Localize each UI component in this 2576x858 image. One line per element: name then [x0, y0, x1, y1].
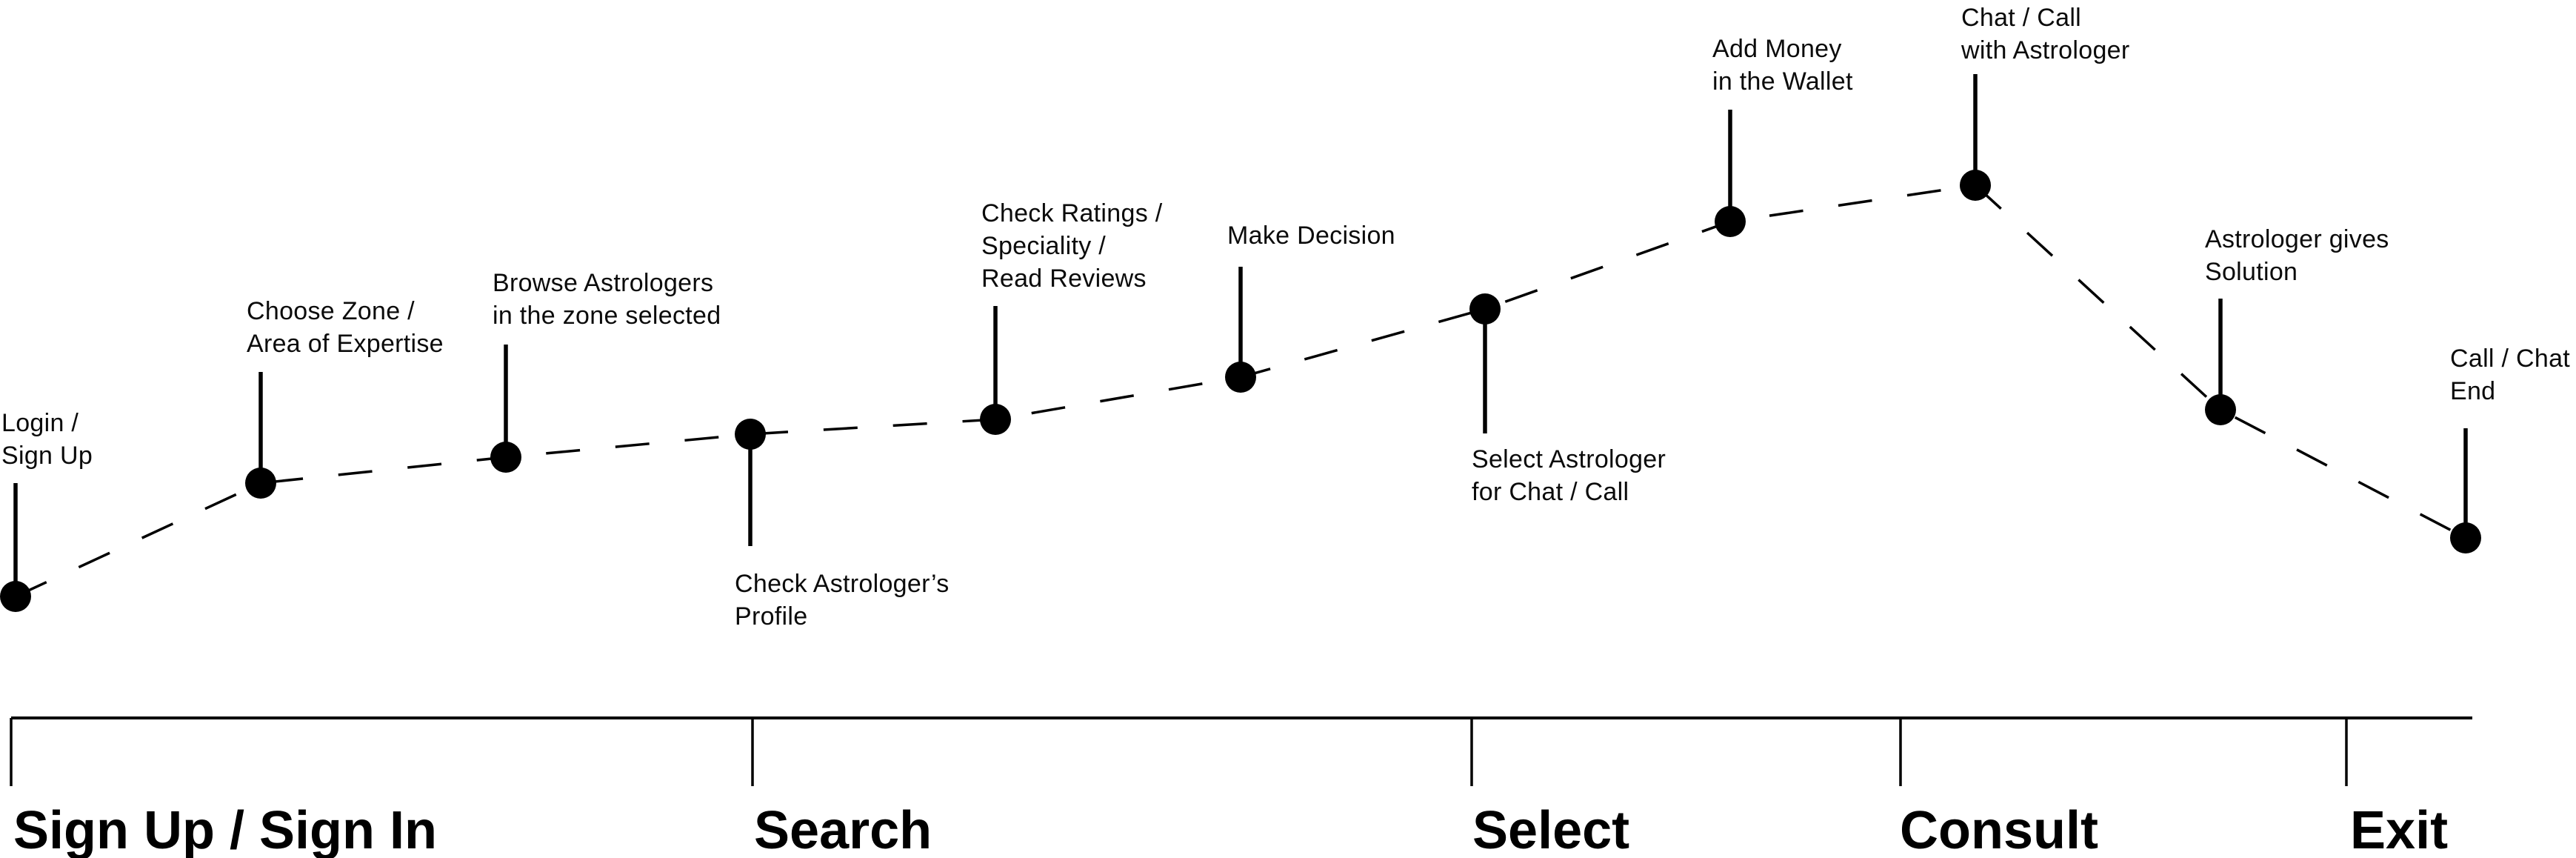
journey-point-dot: [1715, 206, 1746, 237]
step-label: Check Ratings / Speciality / Read Review…: [981, 199, 1163, 293]
journey-point-dot: [245, 468, 276, 499]
journey-point-dot: [735, 419, 766, 450]
journey-point-dot: [2450, 522, 2481, 553]
step-label: Call / Chat End: [2450, 345, 2571, 405]
journey-point-dot: [1225, 362, 1256, 393]
step-label: Add Money in the Wallet: [1712, 35, 1853, 96]
journey-point-dot: [1960, 170, 1991, 201]
step-label: Make Decision: [1227, 222, 1395, 250]
phase-label: Exit: [2350, 801, 2449, 858]
journey-point-dot: [2205, 394, 2236, 425]
phase-label: Select: [1472, 801, 1630, 858]
phase-label: Sign Up / Sign In: [13, 801, 437, 858]
journey-point-dot: [980, 404, 1011, 435]
step-label: Choose Zone / Area of Expertise: [247, 297, 444, 358]
phase-label: Consult: [1900, 801, 2098, 858]
step-label: Astrologer gives Solution: [2205, 225, 2389, 286]
phase-label: Search: [754, 801, 932, 858]
step-label: Select Astrologer for Chat / Call: [1472, 445, 1666, 506]
step-label: Chat / Call with Astrologer: [1961, 4, 2130, 64]
journey-point-dot: [1469, 293, 1501, 325]
journey-point-dot: [490, 442, 521, 473]
step-label: Check Astrologer’s Profile: [735, 570, 950, 631]
step-label: Browse Astrologers in the zone selected: [493, 269, 721, 330]
journey-point-dot: [0, 581, 31, 612]
step-label: Login / Sign Up: [1, 409, 93, 470]
